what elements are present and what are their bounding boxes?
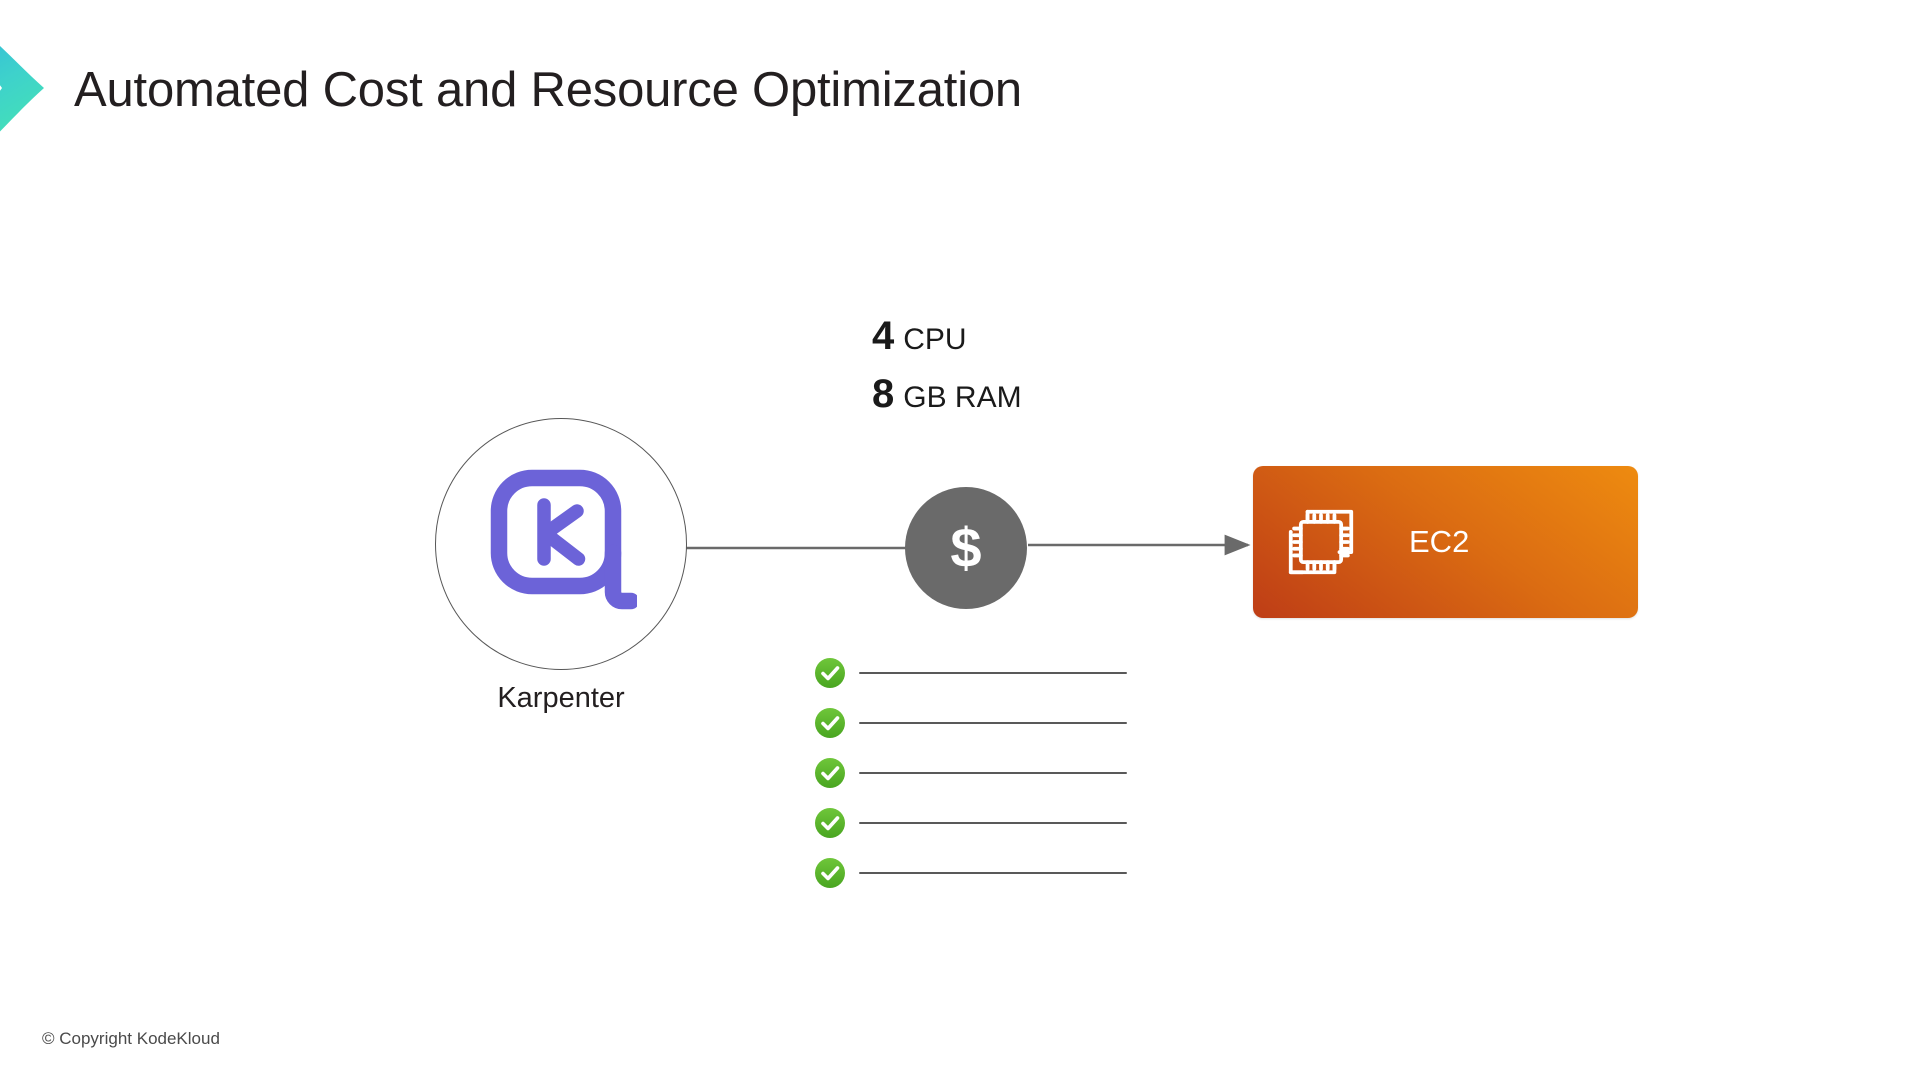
spec-row-ram: 8 GB RAM [872, 374, 1022, 414]
list-item[interactable] [814, 698, 1127, 748]
chevron-logo-icon [0, 46, 44, 132]
spec-cpu-unit: CPU [903, 323, 967, 356]
spec-row-cpu: 4 CPU [872, 316, 1022, 356]
check-circle-icon [815, 708, 845, 738]
check-circle-icon [815, 808, 845, 838]
check-circle-icon [815, 658, 845, 688]
ec2-instance-icon [1288, 509, 1354, 575]
list-item-placeholder-line [859, 722, 1127, 724]
optimization-checklist [814, 648, 1127, 898]
list-item-placeholder-line [859, 672, 1127, 674]
list-item-placeholder-line [859, 822, 1127, 824]
node-karpenter[interactable] [435, 418, 687, 670]
karpenter-logo-icon [490, 469, 637, 610]
karpenter-circle-outline [435, 418, 687, 670]
spec-ram-unit: GB RAM [903, 381, 1022, 414]
spec-cpu-value: 4 [872, 314, 895, 358]
check-circle-icon [815, 758, 845, 788]
list-item-placeholder-line [859, 772, 1127, 774]
resource-specs: 4 CPU 8 GB RAM [872, 316, 1022, 432]
spec-ram-value: 8 [872, 372, 895, 416]
list-item-placeholder-line [859, 872, 1127, 874]
node-ec2[interactable]: EC2 [1253, 466, 1638, 618]
list-item[interactable] [814, 648, 1127, 698]
node-karpenter-label: Karpenter [497, 682, 625, 714]
list-item[interactable] [814, 748, 1127, 798]
footer-copyright: © Copyright KodeKloud [42, 1029, 220, 1048]
page-title: Automated Cost and Resource Optimization [74, 63, 1022, 117]
list-item[interactable] [814, 848, 1127, 898]
dollar-sign-icon: $ [950, 516, 982, 579]
node-ec2-label: EC2 [1409, 524, 1470, 559]
list-item[interactable] [814, 798, 1127, 848]
check-circle-icon [815, 858, 845, 888]
node-cost[interactable]: $ [905, 487, 1027, 609]
